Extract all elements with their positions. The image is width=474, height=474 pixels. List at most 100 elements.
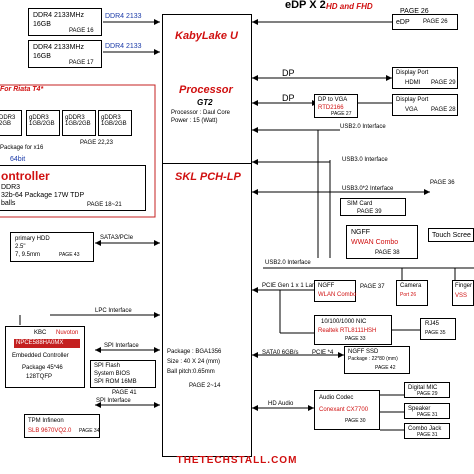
spi-l2: SPI ROM 16MB xyxy=(94,379,137,385)
finger-name: Finger xyxy=(455,283,473,289)
dimm-2-box: DDR4 2133MHz 16GB PAGE 17 xyxy=(28,40,102,68)
dimm-2-type: DDR4 2133MHz xyxy=(33,44,84,51)
cpu-gt: GT2 xyxy=(197,98,213,107)
mic-name: Digital MIC xyxy=(408,385,438,391)
lan-page: PAGE 33 xyxy=(345,336,366,342)
gddr-pages: PAGE 22,23 xyxy=(80,140,113,146)
hdd-name: primary HDD xyxy=(15,236,50,242)
cpu-core: Processor : Daul Core xyxy=(171,110,231,116)
rj45-page: PAGE 35 xyxy=(425,330,446,336)
camera-name: Camera xyxy=(400,283,422,289)
audio-page: PAGE 30 xyxy=(345,418,366,424)
lpc-interface-label: LPC Interface xyxy=(95,308,132,314)
tpm-name: TPM Infineon xyxy=(28,418,64,424)
audio-chip: Conexant CX7700 xyxy=(319,407,369,413)
hdd-l2: 7, 9.5mm xyxy=(15,252,41,258)
usb3x2-interface: USB3.0*2 Interface xyxy=(342,186,394,192)
dp-vga2-page: PAGE 28 xyxy=(431,107,456,113)
pch-page: PAGE 2~14 xyxy=(189,383,221,389)
jack-name: Combo Jack xyxy=(408,426,442,432)
dp-label-2: DP xyxy=(282,93,295,103)
gpu-line-2: 32b-64 Package 17W TDP xyxy=(1,192,85,199)
touch-screen-box: Touch Scree xyxy=(428,228,474,242)
dp-vga-chip: RTD2166 xyxy=(318,105,344,111)
audio-codec-box: Audio Codec Conexant CX7700 PAGE 30 xyxy=(314,390,380,430)
dp-vga2-sub: VGA xyxy=(405,107,418,113)
spi-l1: System BIOS xyxy=(94,371,131,377)
gpu-controller-box: ontroller DDR3 32b-64 Package 17W TDP ba… xyxy=(0,165,146,211)
kbc-l2: Package 45*46 xyxy=(22,365,63,371)
pch-name: SKL PCH-LP xyxy=(175,171,241,183)
dimm-2-size: 16GB xyxy=(33,53,51,60)
kbc-chip-bg xyxy=(14,339,80,348)
cpu-pch-divider xyxy=(163,163,251,164)
gddr-x16-note: Package for x16 xyxy=(0,145,44,151)
usb20-interface-left: USB2.0 Interface xyxy=(265,260,311,266)
cpu-processor-label: Processor xyxy=(179,84,233,96)
rj45-box: RJ45 PAGE 35 xyxy=(420,318,456,340)
wlan-name: NGFF xyxy=(318,283,335,289)
kbc-name: KBC xyxy=(34,330,47,336)
gddr-3: gDDR3 1GB/2GB xyxy=(62,110,96,136)
dp-hdmi-name: Display Port xyxy=(396,70,429,76)
ngff-wwan-box: NGFF WWAN Combo PAGE 38 xyxy=(346,225,418,259)
digital-mic-box: Digital MIC PAGE 29 xyxy=(404,382,450,398)
sim-name: SIM Card xyxy=(347,201,373,207)
gddr-4: gDDR3 1GB/2GB xyxy=(98,110,132,136)
wwan-name: NGFF xyxy=(351,229,371,236)
edp-box: eDP PAGE 26 xyxy=(392,14,458,30)
lan-name: 10/100/1000 NIC xyxy=(321,319,367,325)
gddr-4-label: gDDR3 1GB/2GB xyxy=(101,115,127,127)
gpu-line-3: balls xyxy=(1,200,16,207)
hd-audio-label: HD Audio xyxy=(268,401,294,407)
hdd-l1: 2.5" xyxy=(15,244,26,250)
jack-page: PAGE 31 xyxy=(417,432,438,438)
sata0-label: SATA0 6GB/s xyxy=(262,350,299,356)
dimm-1-page: PAGE 16 xyxy=(69,28,94,34)
spi-name: SPI Flash xyxy=(94,363,121,369)
wwan-chip: WWAN Combo xyxy=(351,239,399,246)
pcie-x4-label: PCIE *4 xyxy=(312,350,334,356)
ngff-ssd-box: NGFF SSD Package : 22*80 (mm) PAGE 42 xyxy=(344,346,410,374)
gpu-controller-title: ontroller xyxy=(1,169,50,183)
dp-hdmi-page: PAGE 29 xyxy=(431,80,456,86)
finger-box: Finger VSS xyxy=(452,280,474,306)
cpu-name: KabyLake U xyxy=(175,30,238,42)
edp-page: PAGE 26 xyxy=(423,19,448,25)
gddr-1: DDR3 2GB xyxy=(0,110,22,136)
tpm-chip: SLB 9670VQ2.0 xyxy=(28,428,72,434)
cpu-power: Power : 15 (Watt) xyxy=(171,118,218,124)
ddr4-bus-1: DDR4 2133 xyxy=(105,13,142,20)
spi-page: PAGE 41 xyxy=(112,390,137,396)
kbc-l3: 128TQFP xyxy=(26,374,53,380)
watermark: THETECHSTALL.COM xyxy=(176,455,298,466)
gpu-line-1: DDR3 xyxy=(1,184,21,191)
kbc-chip: NPCE588HA0MX xyxy=(16,340,64,346)
lan-box: 10/100/1000 NIC Realtek RTL8111HSH PAGE … xyxy=(314,315,392,345)
finger-chip: VSS xyxy=(455,293,468,299)
speaker-page: PAGE 31 xyxy=(417,412,438,418)
speaker-box: Speaker PAGE 31 xyxy=(404,403,450,419)
dimm-1-size: 16GB xyxy=(33,21,51,28)
edp-label: eDP xyxy=(396,19,410,26)
camera-page: Port 26 xyxy=(400,292,417,298)
edp-header-page: PAGE 26 xyxy=(400,8,429,15)
display-port-hdmi-box: Display Port HDMI PAGE 29 xyxy=(392,67,458,89)
display-port-vga-box: Display Port VGA PAGE 28 xyxy=(392,94,458,116)
tpm-page: PAGE 34 xyxy=(79,428,100,434)
dp-vga-page: PAGE 27 xyxy=(331,111,352,117)
touch-label: Touch Scree xyxy=(432,232,471,239)
sata3-pcie-label: SATA3/PCIe xyxy=(100,235,134,241)
gpu-64bit: 64bit xyxy=(10,156,26,163)
spi-interface-label: SPI Interface xyxy=(104,343,139,349)
edp-note: HD and FHD xyxy=(326,2,373,11)
kbc-l1: Embedded Controller xyxy=(12,353,69,359)
gddr-3-label: gDDR3 1GB/2GB xyxy=(65,115,91,127)
dimm-1-box: DDR4 2133MHz 16GB PAGE 16 xyxy=(28,8,102,36)
dimm-2-page: PAGE 17 xyxy=(69,60,94,66)
gddr-1-label: DDR3 2GB xyxy=(0,115,16,127)
wlan-chip: WLAN Combo xyxy=(318,292,357,298)
primary-hdd-box: primary HDD 2.5" 7, 9.5mm PAGE 43 xyxy=(10,232,94,262)
